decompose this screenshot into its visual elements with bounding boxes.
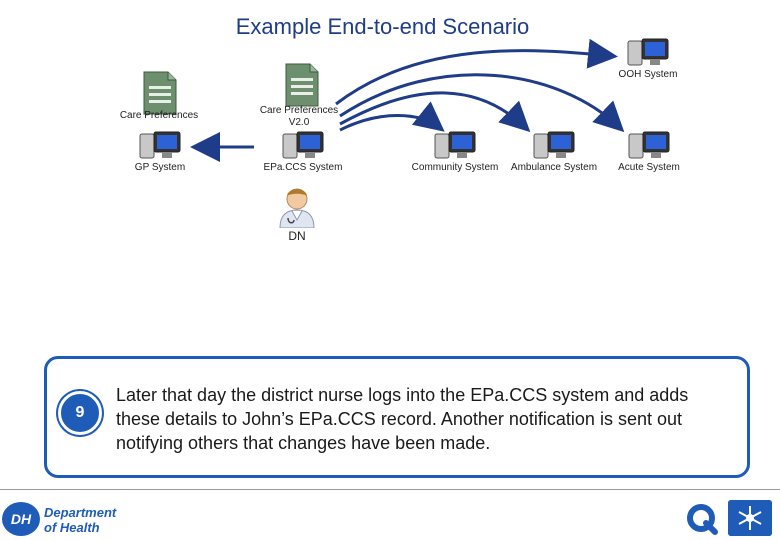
step-description: Later that day the district nurse logs i… — [116, 385, 689, 453]
computer-icon — [282, 131, 324, 159]
community-system-label: Community System — [411, 162, 499, 173]
dh-logo-mark: DH — [2, 502, 40, 536]
ooh-system-label: OOH System — [618, 69, 678, 80]
dh-logo-line2: of Health — [44, 520, 100, 535]
arrow-to-ooh — [335, 38, 618, 106]
ambulance-system-label: Ambulance System — [510, 162, 598, 173]
computer-icon — [628, 131, 670, 159]
step-panel — [44, 356, 750, 478]
snowflake-logo-icon — [728, 500, 772, 536]
footer-divider — [0, 489, 780, 490]
gp-system-label: GP System — [134, 162, 186, 173]
ooh-system-node: OOH System — [588, 37, 708, 81]
arrow-to-ambulance — [339, 91, 531, 133]
slide-title: Example End-to-end Scenario — [235, 14, 530, 39]
care-preferences-v2-document-icon — [285, 63, 319, 107]
care-preferences-v2-label-line1: Care Preferences — [259, 105, 339, 116]
care-preferences-v2-label-line2: V2.0 — [288, 117, 310, 128]
computer-icon — [627, 38, 669, 66]
dh-logo-line1: Department — [44, 505, 117, 520]
epaccs-system-node: EPa.CCS System — [243, 130, 363, 174]
arrow-to-community — [339, 101, 445, 132]
step-number-badge: 9 — [58, 391, 102, 435]
gp-system-node: GP System — [100, 130, 220, 174]
computer-icon — [434, 131, 476, 159]
community-system-node: Community System — [395, 130, 515, 174]
epaccs-system-label: EPa.CCS System — [263, 162, 343, 173]
nurse-icon — [279, 188, 315, 228]
ambulance-system-node: Ambulance System — [494, 130, 614, 174]
acute-system-node: Acute System — [589, 130, 709, 174]
q-logo-icon — [687, 504, 718, 535]
care-preferences-document-icon — [143, 71, 177, 115]
computer-icon — [139, 131, 181, 159]
care-preferences-label: Care Preferences — [119, 110, 199, 121]
actor-label: DN — [288, 229, 306, 243]
acute-system-label: Acute System — [618, 162, 680, 173]
care-preferences-v2-label: Care Preferences V2.0 — [244, 105, 354, 129]
arrow-to-acute — [339, 73, 625, 133]
computer-icon — [533, 131, 575, 159]
